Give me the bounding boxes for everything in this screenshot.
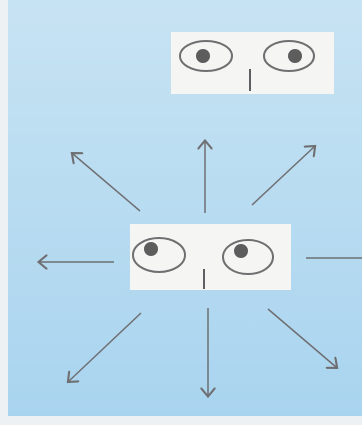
top-right-eye-icon xyxy=(263,40,315,72)
center-left-eye-icon xyxy=(132,237,186,273)
arrow-down-left-icon xyxy=(69,312,142,381)
arrow-up-right-icon xyxy=(251,147,314,206)
top-face-card xyxy=(171,32,334,94)
center-right-eye-icon xyxy=(222,239,274,275)
arrow-down-right-icon xyxy=(267,308,336,367)
center-face-card xyxy=(130,224,291,290)
arrow-up-left-icon xyxy=(73,154,141,212)
top-left-eye-icon xyxy=(179,40,233,72)
